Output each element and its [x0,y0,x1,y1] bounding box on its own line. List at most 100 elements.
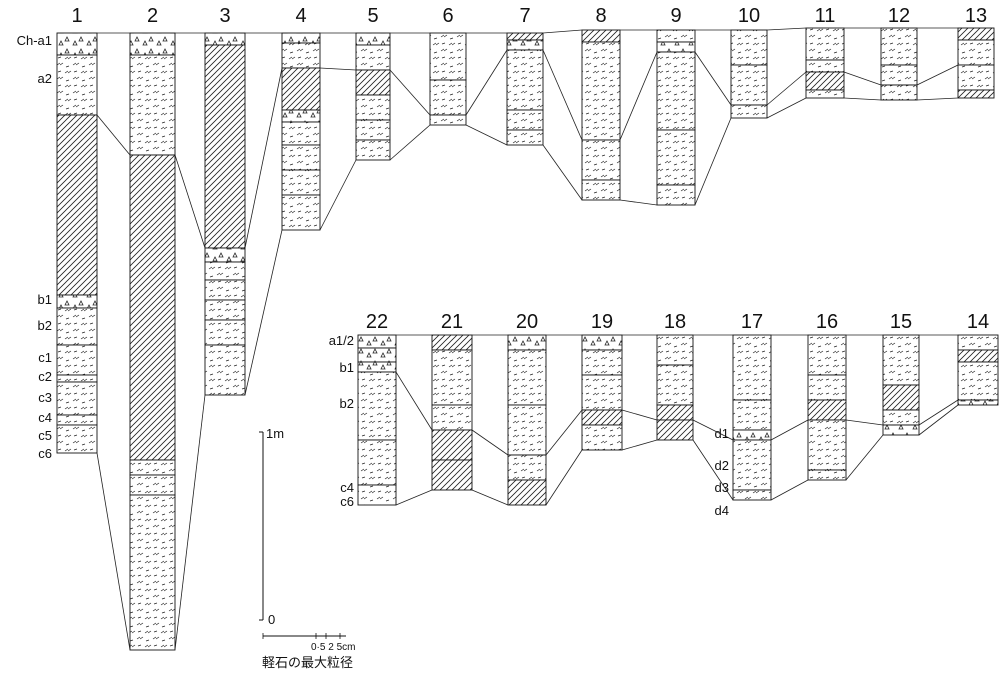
bed-13-2 [958,65,994,90]
bed-1-0 [57,33,97,55]
correlation-line [175,155,205,248]
bed-8-1 [582,42,620,140]
bed-17-2 [733,430,771,440]
bed-20-1 [508,350,546,405]
correlation-line [390,125,430,160]
bed-8-0 [582,30,620,42]
column-21 [432,335,472,490]
bed-7-1 [507,40,543,50]
column-number-1: 1 [71,5,82,27]
correlation-line [543,50,582,140]
column-22 [358,335,396,505]
bed-17-0 [733,335,771,400]
bed-6-1 [430,80,466,115]
bed-19-0 [582,335,622,350]
grain-scale-ticks: 0·5 2 5cm [311,642,355,653]
bed-10-2 [731,105,767,118]
column-number-15: 15 [890,311,912,333]
bed-11-2 [806,72,844,90]
bed-14-3 [958,400,998,405]
correlation-line [390,70,430,115]
bed-21-2 [432,405,472,430]
column-number-13: 13 [965,5,987,27]
bed-21-0 [432,335,472,350]
bed-7-0 [507,33,543,40]
bed-5-5 [356,140,390,160]
bed-19-3 [582,410,622,425]
unit-label-22-a1_2: a1/2 [329,333,354,348]
bed-20-2 [508,405,546,455]
unit-label-22-c4: c4 [340,480,354,495]
correlation-line [546,450,582,505]
correlation-line [620,52,657,140]
correlation-line [466,50,507,115]
bed-13-1 [958,40,994,65]
bed-4-4 [282,122,320,145]
correlation-line [917,65,958,85]
bed-21-3 [432,430,472,460]
column-number-9: 9 [670,5,681,27]
bed-7-4 [507,130,543,145]
bed-17-4 [733,490,771,500]
bed-14-0 [958,335,998,350]
column-11 [806,28,844,98]
correlation-line [695,118,731,205]
bed-22-4 [358,440,396,485]
column-2 [130,33,175,650]
bed-18-1 [657,365,693,405]
unit-label-c2: c2 [38,369,52,384]
unit-label-c4: c4 [38,410,52,425]
bed-19-2 [582,375,622,410]
unit-label-22-c6: c6 [340,494,354,509]
column-5 [356,33,390,160]
column-19 [582,335,622,450]
correlation-line [472,490,508,505]
unit-label-ch_a1: Ch-a1 [17,33,52,48]
bed-4-5 [282,145,320,170]
bed-18-0 [657,335,693,365]
bed-3-7 [205,345,245,395]
bed-6-0 [430,33,466,80]
bed-20-4 [508,480,546,505]
correlation-line [396,490,432,505]
correlation-line [396,372,432,430]
bed-5-4 [356,120,390,140]
bed-11-3 [806,90,844,98]
column-3 [205,33,245,395]
column-number-5: 5 [367,5,378,27]
unit-label-17-d1: d1 [715,426,729,441]
unit-label-17-d3: d3 [715,480,729,495]
bed-7-3 [507,110,543,130]
column-12 [881,28,917,100]
bed-17-3 [733,440,771,490]
unit-label-22-b1: b1 [340,360,354,375]
column-number-6: 6 [442,5,453,27]
grain-scale-caption: 軽石の最大粒径 [262,656,353,671]
bed-9-2 [657,52,695,130]
correlation-line [695,52,731,105]
unit-label-17-d4: d4 [715,503,729,518]
bed-21-1 [432,350,472,405]
columns-group [57,28,998,650]
correlation-line [543,30,582,33]
bed-7-2 [507,50,543,110]
correlation-line [175,395,205,650]
column-4 [282,33,320,230]
column-18 [657,335,693,440]
unit-label-c3: c3 [38,390,52,405]
correlation-line [767,72,806,105]
bed-10-1 [731,65,767,105]
bed-1-2 [57,115,97,295]
bed-4-6 [282,170,320,195]
bed-15-0 [883,335,919,385]
column-17 [733,335,771,500]
correlation-line [919,400,958,425]
column-number-16: 16 [816,311,838,333]
correlation-line [767,98,806,118]
bed-15-2 [883,410,919,425]
bed-1-6 [57,375,97,382]
bed-18-2 [657,405,693,420]
scale-bottom-label: 0 [268,612,275,627]
bed-4-1 [282,43,320,68]
bed-9-4 [657,185,695,205]
